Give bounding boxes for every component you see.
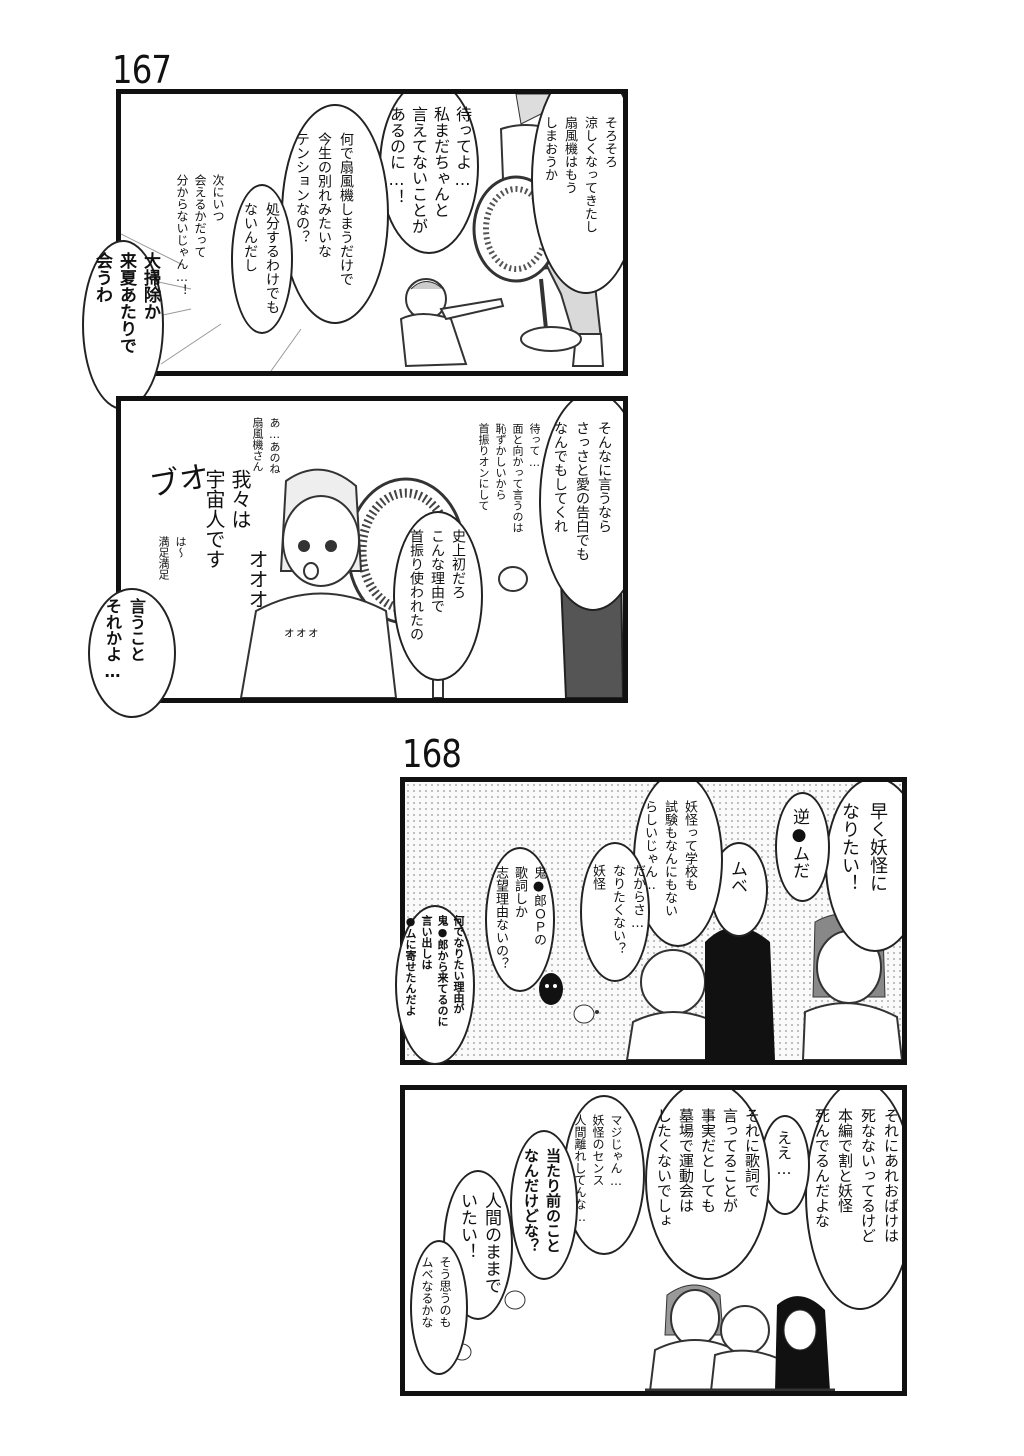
speech-bubble <box>410 1240 468 1375</box>
dialogue-text: 大掃除か 来夏あたりで 会うわ <box>92 252 160 354</box>
dialogue-text: 処分するわけでも ないんだし <box>242 202 280 314</box>
dialogue-text: そろそろ 涼しくなってきたし 扇風機はもう しまおうか <box>542 116 617 233</box>
speech-bubble <box>395 905 475 1065</box>
sound-effect: ォォォ <box>283 625 320 639</box>
speech-bubble <box>580 842 650 982</box>
dialogue-text: それに歌詞で 言ってることが 事実だとしても 墓場で運動会は したくないでしょ <box>655 1108 761 1228</box>
panel-illustration <box>452 1244 835 1391</box>
speech-bubble <box>82 240 164 410</box>
speech-bubble <box>88 588 176 718</box>
dialogue-text: だからさ… なりたくない？ 妖怪 <box>590 864 645 955</box>
dialogue-text: 鬼●郎ＯＰの 歌詞しか 志望理由ないの？ <box>493 866 546 970</box>
dialogue-text: 史上初だろ こんな理由で 首振り使われたの <box>408 529 466 641</box>
dialogue-text: 妖怪って学校も 試験もなんにもない らしいじゃん… <box>642 800 697 917</box>
dialogue-text: 何で扇風機しまうだけで 今生の別れみたいな テンションなの？ <box>294 132 354 286</box>
dialogue-text: 待ってよ… 私まだちゃんと 言えてないことが あるのに…！ <box>387 106 472 234</box>
speech-bubble <box>775 792 830 902</box>
speech-bubble <box>539 401 623 611</box>
dialogue-text: 何でなりたい理由が 鬼●郎から来てるのに 言い出しは ●ムに寄せたんだよ <box>404 915 465 1027</box>
speech-bubble <box>510 1130 578 1280</box>
dialogue-text: 早く妖怪に なりたい！ <box>839 802 888 892</box>
dialogue-text: あ…あのね 扇風機さん <box>251 417 281 474</box>
comic-panel-168-2: それにあれおばけは 死なないってるけど 本編で割と妖怪 死んでるんだよな ええ…… <box>400 1085 907 1396</box>
speech-bubble <box>485 847 555 992</box>
comic-panel-167-1: そろそろ 涼しくなってきたし 扇風機はもう しまおうか 待ってよ… 私まだちゃん… <box>116 89 628 376</box>
dialogue-text: そんなに言うなら さっさと愛の告白でも なんでもしてくれ <box>552 421 612 561</box>
dialogue-text: ムベ <box>727 860 747 894</box>
dialogue-text: 言うこと それかよ… <box>103 598 146 681</box>
dialogue-text: マジじゃん… 妖怪のセンス 人間離れしてんな… <box>573 1114 623 1224</box>
dialogue-text: 当たり前のこと なんだけどな？ <box>522 1148 562 1253</box>
speech-bubble <box>805 1090 902 1310</box>
speech-bubble <box>645 1090 770 1280</box>
speech-bubble <box>379 94 479 254</box>
comic-panel-167-2: そんなに言うなら さっさと愛の告白でも なんでもしてくれ 待って… 面と向かって… <box>116 396 628 703</box>
dialogue-text: 待って… 面と向かって言うのは 恥ずかしいから 首振りオンにして <box>477 423 541 533</box>
dialogue-text: そう思うのも ムベなるかな <box>420 1256 452 1328</box>
sound-effect: オオオ <box>245 549 269 609</box>
dialogue-text: ええ… <box>775 1130 793 1178</box>
dialogue-text: 次にいつ 会えるかだって 分からないじゃん…！ <box>175 174 225 296</box>
speech-bubble <box>563 1095 645 1255</box>
dialogue-text: 人間のままで いたい！ <box>457 1192 501 1294</box>
dialogue-text: それにあれおばけは 死なないってるけど 本編で割と妖怪 死んでるんだよな <box>813 1108 900 1243</box>
episode-number: 168 <box>402 732 462 776</box>
dialogue-text: 我々は 宇宙人です <box>202 469 252 569</box>
episode-number: 167 <box>112 48 172 92</box>
speech-bubble <box>231 184 293 334</box>
dialogue-text: 逆●ムだ <box>789 808 809 879</box>
speech-bubble <box>531 94 623 294</box>
speech-bubble <box>393 511 483 681</box>
dialogue-text: は〜 満足満足 <box>157 536 187 580</box>
comic-panel-168-1: 早く妖怪に なりたい！ 逆●ムだ ムベ 妖怪って学校も 試験もなんにもない らし… <box>400 777 907 1065</box>
